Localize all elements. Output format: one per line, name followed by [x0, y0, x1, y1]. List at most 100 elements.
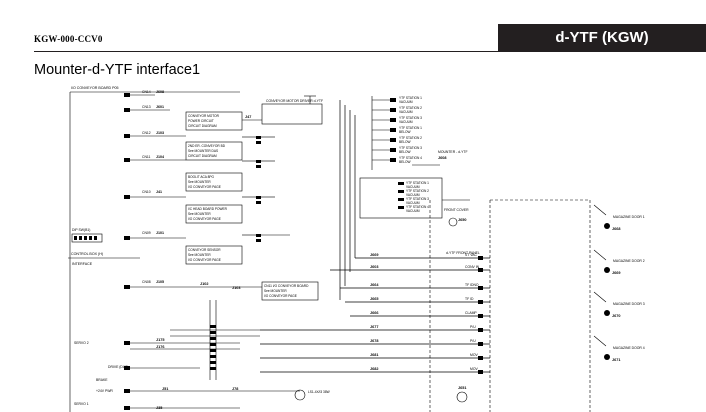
page-title: Mounter-d-YTF interface1	[34, 62, 201, 78]
ytf-station-b-sub: VACUUM	[406, 193, 420, 197]
front-cover-switch-icon	[448, 217, 458, 227]
connector-ref: J104	[156, 155, 164, 159]
mid-ref: J176	[156, 345, 164, 349]
mid-ref: J175	[156, 338, 164, 342]
bus-ref: J664	[370, 283, 379, 287]
connector-pin: CN10	[142, 190, 151, 194]
bus-signal: P/U	[470, 339, 476, 343]
ytf-station-sub: VACUUM	[399, 110, 413, 114]
left-connector-row: CN09 J101	[124, 231, 186, 240]
ytf-station-label: YTF STATION 1	[399, 96, 422, 100]
magazine-door-label: MAGAZINE DOOR 2	[613, 259, 645, 263]
bus-ref: J603	[370, 265, 378, 269]
box-line: CONVEYOR SENSOR	[188, 248, 221, 252]
left-connector-row: CN10 J41	[124, 190, 186, 199]
lower-connector-stack	[124, 325, 216, 410]
connector-ref: J41	[156, 190, 162, 194]
box-line: I/O CONVEYOR PAGE	[188, 217, 221, 221]
box-line: CONVEYOR MOTOR	[188, 114, 220, 118]
document-code: KGW-000-CCV0	[34, 34, 103, 44]
mid-ref: J103	[232, 286, 240, 290]
connector-pin: CN09	[142, 231, 151, 235]
ytf-station-sub: BELOW	[399, 150, 411, 154]
ytf-station-column	[371, 96, 440, 170]
magazine-door-label: MAGAZINE DOOR 3	[613, 302, 645, 306]
ytf-station-label: YTF STATION 1	[399, 126, 422, 130]
ytf-station-b-label: YTF STATION 4	[406, 205, 429, 209]
box-line: BOOLIT ACA 8PG	[188, 175, 215, 179]
reference-box: CONVEYOR MOTOR POWER CIRCUIT CIRCUIT DIA…	[185, 111, 243, 131]
magazine-door-label: MAGAZINE DOOR 1	[613, 215, 645, 219]
ytf-station-label: YTF STATION 3	[399, 146, 422, 150]
bus-endpoint-connectors	[478, 256, 483, 374]
mounter-ytf-label: MOUNTER - d-YTF	[438, 150, 468, 154]
motor-icon	[294, 389, 306, 401]
mid-ref: J47	[245, 115, 251, 119]
connector-pin: CN14	[142, 90, 151, 94]
ytf-station-b-label: YTF STATION 2	[406, 189, 429, 193]
bus-ref: J677	[370, 325, 378, 329]
box-line: See MOUNTER	[188, 180, 211, 184]
left-connector-row: CN08 J105	[124, 280, 164, 289]
io-board-outline	[68, 91, 240, 412]
mid-ref: J78	[232, 387, 238, 391]
bus-signal: P/U	[470, 325, 476, 329]
left-connector-row: CN12 J103	[124, 131, 186, 138]
j650-ref: J650	[458, 218, 466, 222]
reference-box: 2ND ER. CONVEYOR BD See MOUNTER DAS CIRC…	[185, 141, 243, 161]
box-line: See MOUNTER	[188, 212, 211, 216]
bus-ref: J665	[370, 297, 378, 301]
plus24v-label: +24V PWR	[96, 389, 113, 393]
interface-label: INTERFACE	[72, 262, 93, 266]
header-rule	[34, 51, 706, 52]
magazine-door-ref: J670	[612, 314, 620, 318]
control-box-label: CONTROL BOX (H)	[71, 252, 103, 256]
ytf-station-b-markers	[398, 182, 404, 209]
brake-label: BRAKE	[96, 378, 108, 382]
drive-label: DRIVE (DU3)	[108, 365, 128, 369]
ytf-station-sub: BELOW	[399, 130, 411, 134]
magazine-door-row: MAGAZINE DOOR 2 J669	[593, 249, 645, 275]
magazine-door-ref: J671	[612, 358, 620, 362]
ytf-station-markers	[390, 98, 396, 162]
ytf-station-label: YTF STATION 2	[399, 106, 422, 110]
conveyor-motor-driver	[242, 95, 323, 125]
product-title: d-YTF (KGW)	[555, 29, 649, 46]
box-line: I/O CONVEYOR PAGE	[264, 294, 297, 298]
magazine-door-label: MAGAZINE DOOR 4	[613, 346, 645, 350]
bus-signal: MOV	[470, 367, 478, 371]
ytf-station-group-b	[359, 177, 470, 219]
mid-ref: J35	[156, 406, 162, 410]
reference-box: BOOLIT ACA 8PG See MOUNTER I/O CONVEYOR …	[185, 172, 243, 192]
connector-ref: J608	[156, 90, 164, 94]
mid-wires	[242, 136, 290, 236]
connector-ref: J601	[156, 105, 164, 109]
ytf-station-label: YTF STATION 3	[399, 116, 422, 120]
servo1-label: SERVO 1	[74, 402, 89, 406]
box-line: POWER CIRCUIT	[188, 119, 214, 123]
left-connector-row: CN14 J608	[124, 90, 164, 97]
box-line: I/O CONVEYOR PAGE	[188, 185, 221, 189]
bus-wiring	[260, 100, 490, 373]
magazine-door-ref: J668	[612, 227, 620, 231]
mid-connector-stack	[256, 136, 261, 242]
bus-ref: J682	[370, 367, 378, 371]
magazine-door-row: MAGAZINE DOOR 3 J670	[593, 291, 645, 318]
box-line: CN11 I/O CONVEYOR BOARD	[264, 284, 309, 288]
bus-signal: CONV IN	[465, 265, 480, 269]
dip-switch-label: DIP SW(B1)	[72, 228, 90, 232]
motor-note: LS1-4X/I3 38W	[308, 390, 330, 394]
ytf-station-label: YTF STATION 2	[399, 136, 422, 140]
box-line: CIRCUIT DIAGRAM	[188, 154, 217, 158]
box-line: See MOUNTER DAS	[188, 149, 218, 153]
magazine-door-row: MAGAZINE DOOR 1 J668	[593, 204, 645, 231]
connector-ref: J105	[156, 280, 164, 284]
ytf-station-b-sub: VACUUM	[406, 209, 420, 213]
reference-box: CONVEYOR SENSOR See MOUNTER I/O CONVEYOR…	[185, 245, 243, 265]
ytf-station-b-sub: VACUUM	[406, 201, 420, 205]
ytf-station-label: YTF STATION 4	[399, 156, 422, 160]
bus-signal: TF IDNO	[465, 283, 479, 287]
magazine-door-ref: J669	[612, 271, 620, 275]
box-line: See MOUNTER	[264, 289, 287, 293]
